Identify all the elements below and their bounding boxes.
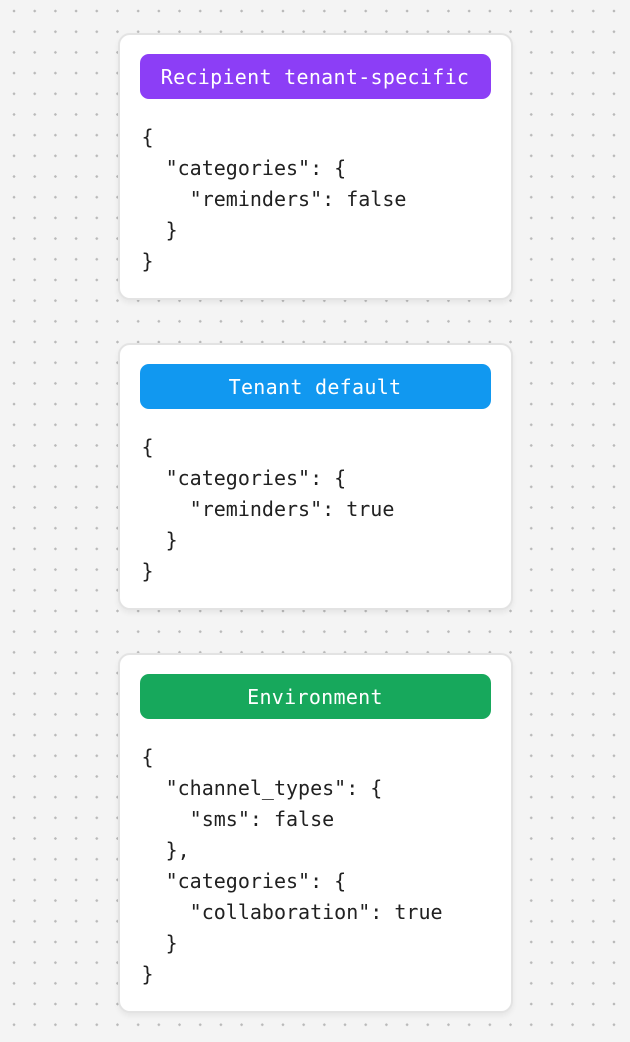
- json-code-environment: { "channel_types": { "sms": false }, "ca…: [141, 745, 443, 986]
- card-tenant-default: Tenant default { "categories": { "remind…: [117, 343, 513, 610]
- card-environment: Environment { "channel_types": { "sms": …: [117, 653, 513, 1013]
- json-code-tenant-default: { "categories": { "reminders": true } }: [141, 435, 395, 583]
- badge-label: Recipient tenant-specific: [160, 64, 470, 89]
- card-recipient-tenant-specific: Recipient tenant-specific { "categories"…: [117, 33, 513, 300]
- json-code-recipient-tenant-specific: { "categories": { "reminders": false } }: [141, 125, 407, 273]
- badge-tenant-default: Tenant default: [139, 364, 491, 409]
- badge-environment: Environment: [139, 674, 491, 719]
- badge-recipient-tenant-specific: Recipient tenant-specific: [139, 54, 491, 99]
- badge-label: Environment: [247, 684, 383, 709]
- badge-label: Tenant default: [228, 374, 402, 399]
- preference-layers-diagram: Recipient tenant-specific { "categories"…: [117, 0, 513, 1013]
